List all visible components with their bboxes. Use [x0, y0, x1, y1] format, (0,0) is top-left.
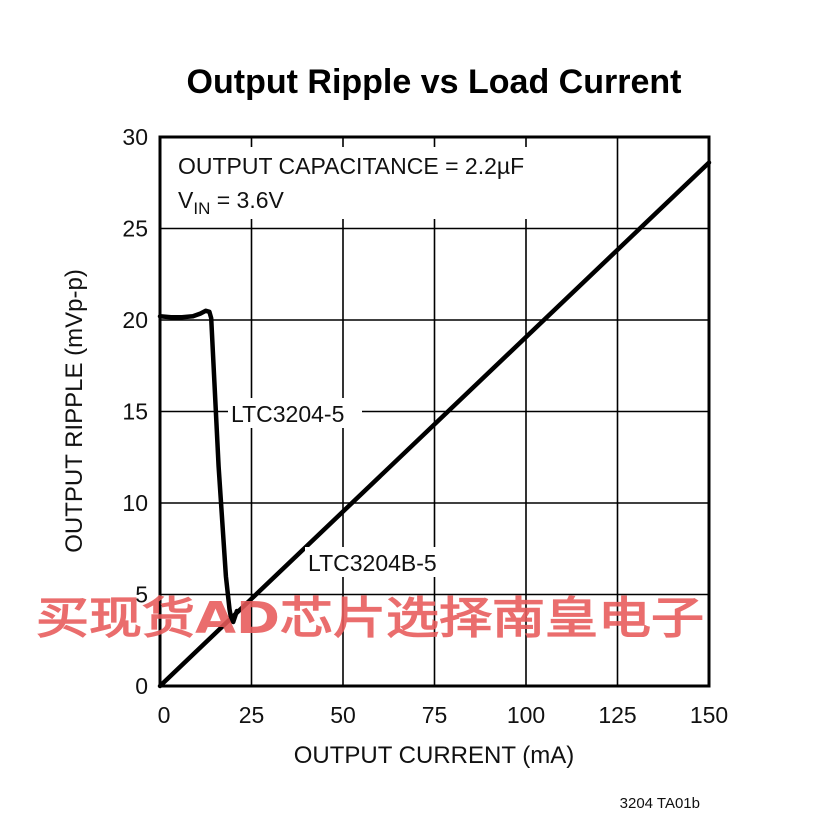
plot-frame	[158, 135, 711, 688]
series-group	[157, 160, 712, 689]
x-tick-label: 100	[507, 702, 545, 728]
chart-title: Output Ripple vs Load Current	[187, 63, 682, 101]
figure-code: 3204 TA01b	[620, 795, 700, 812]
x-tick-label: 75	[422, 702, 448, 728]
label-bg-ltc3204b-5	[305, 547, 455, 577]
x-axis-label: OUTPUT CURRENT (mA)	[294, 742, 574, 769]
grid	[160, 137, 709, 686]
x-tick-label: 25	[239, 702, 265, 728]
x-tick-labels: 0 25 50 75 100 125 150	[158, 702, 729, 728]
y-tick-label: 15	[122, 399, 148, 425]
annotation-background	[172, 147, 560, 219]
series-label-ltc3204b-5: LTC3204B-5	[308, 550, 437, 576]
annotation-vin-main: V	[178, 187, 194, 213]
series-line-ltc3204b-5	[157, 160, 712, 689]
y-tick-label: 0	[135, 673, 148, 699]
annotation-capacitance: OUTPUT CAPACITANCE = 2.2µF	[178, 153, 524, 179]
x-tick-label: 150	[690, 702, 728, 728]
label-bg-ltc3204-5	[228, 398, 362, 428]
annotation-vin-rest: = 3.6V	[210, 187, 284, 213]
annotation-vin: VIN = 3.6V	[178, 187, 285, 218]
watermark-text: 买现货AD芯片选择南皇电子	[36, 593, 704, 644]
y-tick-labels: 0 5 10 15 20 25 30	[122, 124, 148, 699]
y-tick-label: 25	[122, 216, 148, 242]
x-tick-label: 125	[598, 702, 636, 728]
series-label-ltc3204-5: LTC3204-5	[231, 401, 344, 427]
y-axis-label: OUTPUT RIPPLE (mVp-p)	[61, 269, 88, 553]
y-tick-label: 20	[122, 307, 148, 333]
y-tick-label: 10	[122, 490, 148, 516]
annotation-vin-sub: IN	[193, 199, 210, 218]
x-tick-label: 0	[158, 702, 171, 728]
x-tick-label: 50	[330, 702, 356, 728]
series-line-ltc3204-5	[157, 308, 240, 625]
y-tick-label: 30	[122, 124, 148, 150]
y-tick-label: 5	[135, 582, 148, 608]
